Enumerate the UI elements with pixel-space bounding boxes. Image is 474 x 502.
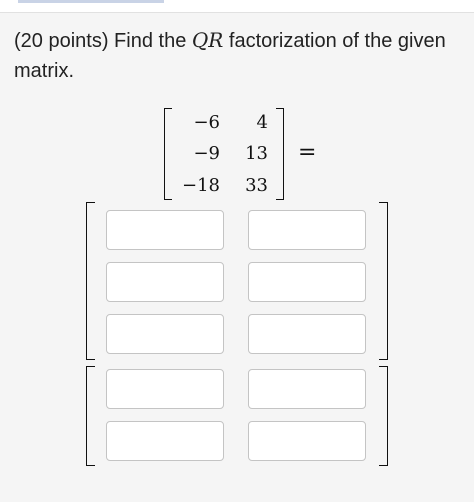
r-input-r1-c2[interactable]: [248, 369, 366, 409]
r-input-r1-c1[interactable]: [106, 369, 224, 409]
q-input-r3-c2[interactable]: [248, 314, 366, 354]
q-input-r2-c2[interactable]: [248, 262, 366, 302]
given-matrix-left-bracket: [164, 108, 172, 200]
r-input-r2-c1[interactable]: [106, 421, 224, 461]
r-matrix-right-bracket: [379, 366, 388, 466]
q-answer-matrix: [86, 202, 388, 360]
q-matrix-left-bracket: [86, 202, 95, 360]
r-input-r2-c2[interactable]: [248, 421, 366, 461]
q-input-r1-c2[interactable]: [248, 210, 366, 250]
equals-sign: =: [298, 140, 317, 165]
given-cell-r3-c2: 33: [245, 175, 268, 196]
r-answer-matrix: [86, 366, 388, 466]
q-input-r3-c1[interactable]: [106, 314, 224, 354]
q-input-r1-c1[interactable]: [106, 210, 224, 250]
given-cell-r1-c2: 4: [256, 112, 268, 133]
given-matrix: −6 4 −9 13 −18 33: [164, 108, 284, 200]
given-cell-r2-c2: 13: [245, 143, 268, 164]
given-cell-r2-c1: −9: [193, 143, 220, 164]
q-variable: Q: [191, 28, 209, 52]
question-suffix: factorization of the given matrix.: [14, 30, 446, 82]
top-tab-indicator: [18, 0, 164, 3]
r-variable: R: [208, 28, 224, 52]
question-prefix: (20 points) Find the: [14, 30, 192, 52]
given-cell-r3-c1: −18: [182, 175, 220, 196]
given-matrix-right-bracket: [276, 108, 284, 200]
question-card: [0, 12, 474, 502]
question-text: (20 points) Find the QR factorization of…: [14, 25, 464, 86]
q-input-r2-c1[interactable]: [106, 262, 224, 302]
r-matrix-left-bracket: [86, 366, 95, 466]
given-cell-r1-c1: −6: [193, 112, 220, 133]
q-matrix-right-bracket: [379, 202, 388, 360]
